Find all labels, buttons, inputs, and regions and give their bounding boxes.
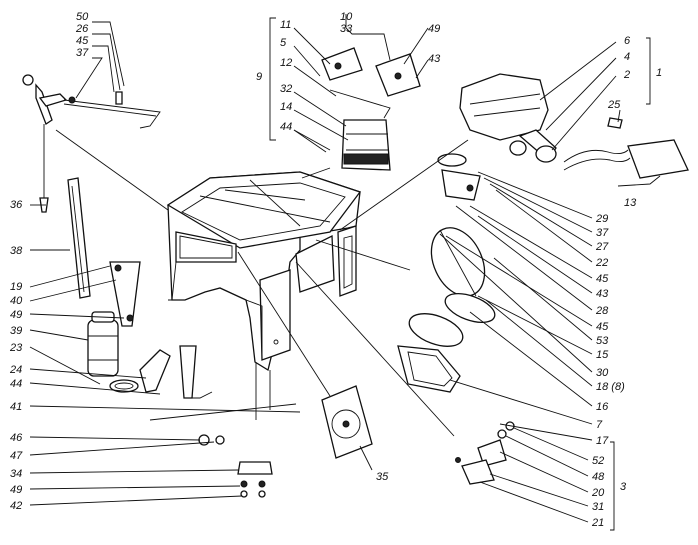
label-16: 16 — [596, 401, 609, 413]
label-33: 33 — [340, 23, 353, 35]
small-parts-left — [198, 434, 273, 498]
label-31: 31 — [592, 501, 604, 513]
label-40: 40 — [10, 295, 23, 307]
flask-39 — [87, 311, 119, 377]
label-18-8: 18 (8) — [596, 381, 625, 393]
label-21: 21 — [591, 517, 604, 529]
label-47: 47 — [10, 450, 23, 462]
ring-23 — [109, 345, 213, 399]
explode-lines — [55, 129, 469, 437]
label-45-right2: 45 — [596, 321, 609, 333]
label-36: 36 — [10, 199, 23, 211]
label-25: 25 — [607, 99, 621, 111]
label-38: 38 — [10, 245, 23, 257]
bracket-29 — [437, 153, 481, 201]
label-45-right: 45 — [596, 273, 609, 285]
hose-2 — [563, 117, 689, 179]
leader-lines — [29, 14, 661, 531]
hinge-10 — [321, 47, 421, 119]
label-37-right: 37 — [596, 227, 609, 239]
label-42: 42 — [10, 500, 22, 512]
label-44: 44 — [280, 121, 292, 133]
label-26: 26 — [75, 23, 89, 35]
label-28: 28 — [595, 305, 609, 317]
label-49-bottom: 49 — [10, 484, 22, 496]
label-10: 10 — [340, 11, 353, 23]
parts-drawing — [22, 47, 689, 498]
label-32: 32 — [280, 83, 292, 95]
label-22: 22 — [595, 257, 608, 269]
label-2: 2 — [623, 69, 630, 81]
bracket-19 — [109, 261, 141, 327]
label-30: 30 — [596, 367, 609, 379]
panel-14 — [341, 119, 391, 171]
label-9: 9 — [256, 71, 262, 83]
label-15: 15 — [596, 349, 609, 361]
rod-26 — [63, 91, 161, 129]
label-4: 4 — [624, 51, 630, 63]
label-41: 41 — [10, 401, 22, 413]
label-24: 24 — [9, 364, 22, 376]
label-50: 50 — [76, 11, 89, 23]
label-14: 14 — [280, 101, 292, 113]
cab-body — [166, 171, 362, 372]
label-43-right: 43 — [596, 288, 609, 300]
label-11: 11 — [280, 19, 291, 31]
label-20: 20 — [591, 487, 605, 499]
label-39: 39 — [10, 325, 22, 337]
label-44-left: 44 — [10, 378, 22, 390]
label-49-top: 49 — [428, 23, 440, 35]
strip-38 — [67, 177, 91, 299]
label-27: 27 — [595, 241, 609, 253]
label-12: 12 — [280, 57, 292, 69]
label-53: 53 — [596, 335, 609, 347]
label-43-top: 43 — [428, 53, 441, 65]
label-34: 34 — [10, 468, 22, 480]
label-6: 6 — [624, 35, 631, 47]
lever-36 — [22, 74, 68, 213]
label-17: 17 — [596, 435, 609, 447]
label-5: 5 — [280, 37, 287, 49]
label-13: 13 — [624, 197, 637, 209]
label-29: 29 — [595, 213, 608, 225]
label-46: 46 — [10, 432, 23, 444]
label-48: 48 — [592, 471, 605, 483]
label-23: 23 — [9, 342, 23, 354]
label-1: 1 — [656, 67, 662, 79]
label-49-left: 49 — [10, 309, 22, 321]
label-19: 19 — [10, 281, 22, 293]
label-35: 35 — [376, 471, 389, 483]
fan-35 — [321, 385, 373, 459]
label-37: 37 — [76, 47, 89, 59]
lamp-cover — [397, 227, 496, 393]
label-52: 52 — [592, 455, 604, 467]
label-45: 45 — [76, 35, 89, 47]
heater-6 — [459, 73, 557, 163]
label-7: 7 — [596, 419, 603, 431]
reference-labels: 50 26 45 37 11 5 12 32 14 44 9 10 33 49 … — [9, 11, 662, 529]
small-parts-3 — [455, 421, 515, 485]
label-3: 3 — [620, 481, 627, 493]
